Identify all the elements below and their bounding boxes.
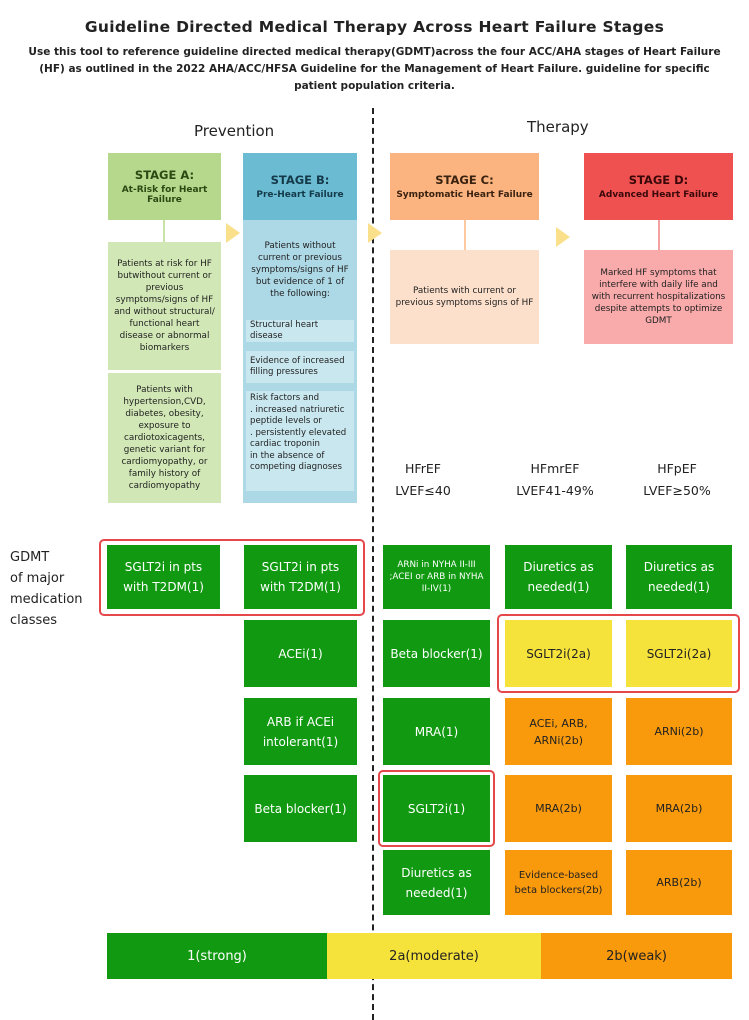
stage-b-item-structural: Structural heart disease bbox=[246, 320, 354, 342]
stage-c-connector bbox=[464, 220, 466, 250]
hfref-diuretics-cell: Diuretics as needed(1) bbox=[383, 850, 490, 915]
stage-b-beta-blocker-cell: Beta blocker(1) bbox=[244, 775, 357, 842]
legend-moderate: 2a(moderate) bbox=[327, 933, 541, 979]
stage-d-connector bbox=[658, 220, 660, 250]
stage-b-header: STAGE B: Pre-Heart Failure bbox=[243, 153, 357, 220]
stage-a-name: At-Risk for Heart Failure bbox=[121, 185, 208, 205]
stage-c-header: STAGE C: Symptomatic Heart Failure bbox=[390, 153, 539, 220]
hfpef-mra-cell: MRA(2b) bbox=[626, 775, 732, 842]
hfmref-mra-cell: MRA(2b) bbox=[505, 775, 612, 842]
stage-b-arb-cell: ARB if ACEi intolerant(1) bbox=[244, 698, 357, 765]
stage-d-code: STAGE D: bbox=[628, 173, 689, 187]
highlight-sglt2i-t2dm bbox=[99, 539, 365, 616]
stage-b-description: Patients without current or previous sym… bbox=[251, 241, 349, 299]
hfpef-sglt2i-cell: SGLT2i(2a) bbox=[626, 620, 732, 687]
legend-strong-label: 1(strong) bbox=[187, 948, 247, 964]
population-hfpef-name: HFpEF bbox=[657, 461, 697, 476]
hfmref-acei-arb-arni-cell: ACEi, ARB, ARNi(2b) bbox=[505, 698, 612, 765]
hfref-mra-cell: MRA(1) bbox=[383, 698, 490, 765]
hfpef-arb-cell: ARB(2b) bbox=[626, 850, 732, 915]
legend-weak-label: 2b(weak) bbox=[606, 948, 667, 964]
highlight-sglt2i-2a bbox=[497, 614, 740, 693]
hfpef-arni-cell: ARNi(2b) bbox=[626, 698, 732, 765]
hfref-beta-blocker-cell: Beta blocker(1) bbox=[383, 620, 490, 687]
stage-a-description: Patients at risk for HF butwithout curre… bbox=[108, 242, 221, 370]
hfref-sglt2i-cell: SGLT2i(1) bbox=[383, 775, 490, 842]
stage-d-header: STAGE D: Advanced Heart Failure bbox=[584, 153, 733, 220]
population-hfpef: HFpEF LVEF≥50% bbox=[625, 458, 729, 502]
stage-b-code: STAGE B: bbox=[270, 173, 330, 187]
stage-a-sglt2i-cell: SGLT2i in pts with T2DM(1) bbox=[107, 545, 220, 609]
stage-a-header: STAGE A: At-Risk for Heart Failure bbox=[108, 153, 221, 220]
hfref-arni-cell: ARNi in NYHA II-III ;ACEI or ARB in NYHA… bbox=[383, 545, 490, 609]
stage-a-connector bbox=[163, 220, 165, 242]
page-title: Guideline Directed Medical Therapy Acros… bbox=[84, 18, 665, 36]
legend-weak: 2b(weak) bbox=[541, 933, 732, 979]
hfmref-sglt2i-cell: SGLT2i(2a) bbox=[505, 620, 612, 687]
stage-b-sglt2i-cell: SGLT2i in pts with T2DM(1) bbox=[244, 545, 357, 609]
page-subtitle: Use this tool to reference guideline dir… bbox=[28, 46, 721, 92]
population-hfmref-lvef: LVEF41-49% bbox=[516, 483, 594, 498]
hfpef-diuretics-cell: Diuretics as needed(1) bbox=[626, 545, 732, 609]
population-hfpef-lvef: LVEF≥50% bbox=[643, 483, 711, 498]
population-hfref-lvef: LVEF≤40 bbox=[395, 483, 451, 498]
gdmt-label: GDMT of major medication classes bbox=[10, 550, 83, 628]
stage-b-name: Pre-Heart Failure bbox=[256, 190, 344, 200]
population-hfmref-name: HFmrEF bbox=[530, 461, 580, 476]
legend-strong: 1(strong) bbox=[107, 933, 327, 979]
stage-b-item-filling-pressures: Evidence of increased filling pressures bbox=[246, 351, 354, 383]
stage-c-name: Symptomatic Heart Failure bbox=[396, 190, 533, 200]
legend-moderate-label: 2a(moderate) bbox=[389, 948, 479, 964]
section-therapy: Therapy bbox=[527, 118, 589, 136]
population-hfref-name: HFrEF bbox=[405, 461, 441, 476]
arrow-c-to-d-icon bbox=[556, 227, 570, 247]
stage-a-code: STAGE A: bbox=[134, 168, 195, 182]
highlight-sglt2i-hfref bbox=[378, 770, 495, 847]
arrow-a-to-b-icon bbox=[226, 223, 240, 243]
prevention-therapy-divider bbox=[372, 108, 374, 1020]
stage-b-acei-cell: ACEi(1) bbox=[244, 620, 357, 687]
stage-a-examples: Patients with hypertension,CVD, diabetes… bbox=[108, 373, 221, 503]
stage-c-description: Patients with current or previous sympto… bbox=[390, 250, 539, 344]
hfmref-diuretics-cell: Diuretics as needed(1) bbox=[505, 545, 612, 609]
arrow-b-to-c-icon bbox=[368, 223, 382, 243]
hfmref-beta-blockers-cell: Evidence-based beta blockers(2b) bbox=[505, 850, 612, 915]
stage-d-description: Marked HF symptoms that interfere with d… bbox=[584, 250, 733, 344]
population-hfmref: HFmrEF LVEF41-49% bbox=[505, 458, 605, 502]
stage-c-code: STAGE C: bbox=[435, 173, 494, 187]
stage-b-item-risk-factors: Risk factors and . increased natriuretic… bbox=[246, 391, 354, 491]
stage-d-name: Advanced Heart Failure bbox=[598, 190, 719, 200]
section-prevention: Prevention bbox=[194, 122, 275, 140]
population-hfref: HFrEF LVEF≤40 bbox=[380, 458, 466, 502]
